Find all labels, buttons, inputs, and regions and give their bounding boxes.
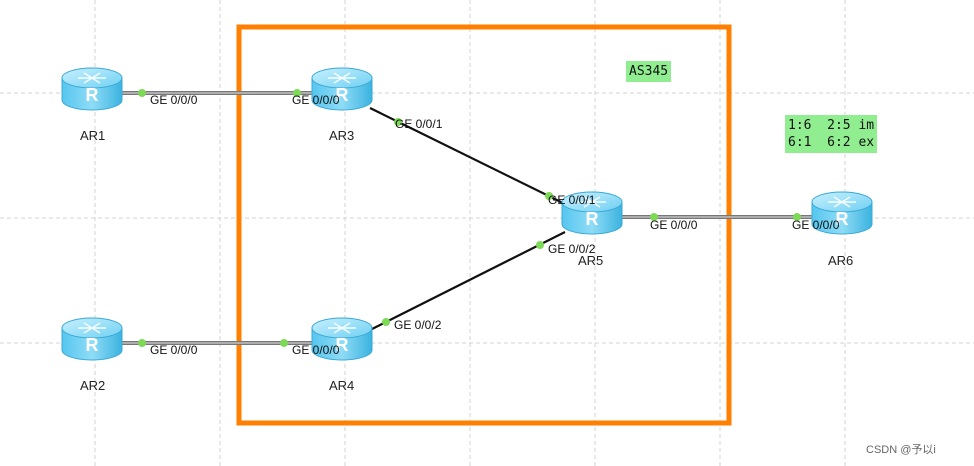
as-label: AS345 bbox=[626, 61, 672, 82]
router-icon[interactable] bbox=[61, 67, 123, 111]
port-dots bbox=[138, 89, 801, 347]
router-label-ar1: AR1 bbox=[80, 128, 106, 143]
router-icon[interactable] bbox=[61, 317, 123, 361]
port-dot bbox=[382, 318, 390, 326]
port-dot bbox=[293, 89, 301, 97]
watermark: CSDN @予以i bbox=[866, 444, 936, 456]
port-label: GE 0/0/0 bbox=[150, 93, 198, 107]
router-label-ar5: AR5 bbox=[578, 253, 604, 268]
router-label-ar6: AR6 bbox=[828, 253, 854, 268]
router-label-ar2: AR2 bbox=[80, 378, 106, 393]
port-dot bbox=[536, 241, 544, 249]
port-dot bbox=[138, 89, 146, 97]
port-label: GE 0/0/2 bbox=[548, 242, 596, 256]
port-dot bbox=[138, 339, 146, 347]
port-label: GE 0/0/0 bbox=[292, 343, 340, 357]
port-dot bbox=[394, 118, 402, 126]
port-dot bbox=[280, 339, 288, 347]
port-dot bbox=[650, 213, 658, 221]
port-label: GE 0/0/1 bbox=[395, 117, 443, 131]
port-label: GE 0/0/2 bbox=[394, 318, 442, 332]
route-note: 1:6 2:5 im 6:1 6:2 ex bbox=[785, 115, 878, 153]
router-label-ar4: AR4 bbox=[329, 378, 355, 393]
link-ar4-ar5[interactable] bbox=[369, 231, 566, 331]
router-label-ar3: AR3 bbox=[329, 128, 355, 143]
port-label: GE 0/0/0 bbox=[792, 218, 840, 232]
link-ar3-ar5[interactable] bbox=[369, 107, 566, 205]
port-label: GE 0/0/0 bbox=[292, 93, 340, 107]
as-boundary-box bbox=[236, 24, 732, 426]
port-label: GE 0/0/1 bbox=[548, 193, 596, 207]
route-note-line: 1:6 2:5 im bbox=[788, 118, 875, 133]
port-label: GE 0/0/0 bbox=[150, 343, 198, 357]
port-dot bbox=[793, 213, 801, 221]
route-note-line: 6:1 6:2 ex bbox=[788, 135, 875, 150]
port-dot bbox=[545, 192, 553, 200]
port-label: GE 0/0/0 bbox=[650, 218, 698, 232]
